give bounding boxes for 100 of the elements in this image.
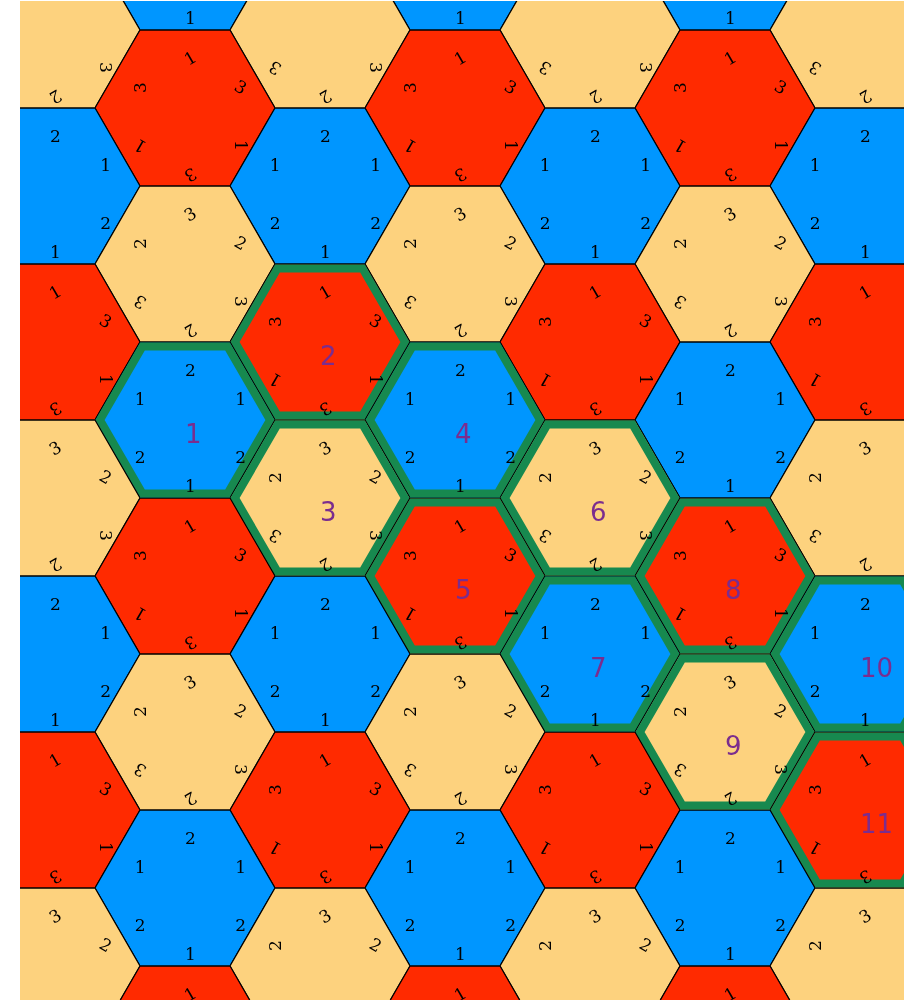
- tile-number: 8: [725, 576, 742, 604]
- edge-number: 2: [636, 935, 655, 956]
- edge-number: 1: [320, 712, 331, 729]
- edge-number: 1: [725, 478, 736, 495]
- edge-number: 3: [131, 82, 149, 93]
- edge-number: 3: [97, 62, 115, 73]
- edge-number: 1: [367, 374, 385, 385]
- edge-number: 3: [671, 82, 689, 93]
- edge-number: 3: [637, 530, 655, 541]
- edge-number: 3: [536, 57, 555, 78]
- edge-number: 1: [316, 750, 335, 771]
- edge-number: 2: [860, 128, 871, 145]
- edge-number: 2: [50, 128, 61, 145]
- edge-number: 3: [806, 784, 824, 795]
- edge-number: 2: [370, 215, 382, 232]
- edge-number: 2: [536, 472, 554, 483]
- edge-number: 3: [721, 204, 740, 225]
- edge-number: 3: [451, 164, 470, 185]
- edge-number: 1: [401, 135, 420, 156]
- edge-number: 1: [401, 603, 420, 624]
- edge-number: 2: [586, 554, 605, 575]
- edge-number: 1: [131, 603, 150, 624]
- edge-number: 3: [266, 784, 284, 795]
- edge-number: 3: [96, 311, 115, 332]
- edge-number: 2: [640, 215, 652, 232]
- edge-number: 3: [501, 77, 520, 98]
- edge-number: 2: [586, 86, 605, 107]
- edge-number: 2: [366, 935, 385, 956]
- edge-number: 3: [401, 82, 419, 93]
- tile-number: 11: [860, 810, 894, 838]
- edge-number: 2: [590, 596, 601, 613]
- edge-number: 3: [636, 779, 655, 800]
- edge-number: 3: [856, 398, 875, 419]
- edge-number: 1: [185, 946, 196, 963]
- edge-number: 1: [590, 244, 601, 261]
- edge-number: 1: [232, 140, 250, 151]
- hexagon-tile: [770, 888, 904, 1000]
- edge-number: 1: [181, 516, 200, 537]
- edge-number: 1: [134, 859, 146, 876]
- edge-number: 2: [455, 830, 466, 847]
- edge-number: 2: [370, 683, 382, 700]
- edge-number: 2: [536, 940, 554, 951]
- edge-number: 1: [806, 369, 825, 390]
- edge-number: 1: [50, 712, 61, 729]
- edge-number: 3: [721, 164, 740, 185]
- edge-number: 2: [721, 320, 740, 341]
- edge-number: 2: [231, 701, 250, 722]
- edge-number: 3: [671, 291, 690, 312]
- edge-number: 3: [636, 311, 655, 332]
- edge-number: 1: [505, 391, 517, 408]
- edge-number: 3: [266, 525, 285, 546]
- edge-number: 3: [46, 398, 65, 419]
- edge-number: 1: [269, 625, 281, 642]
- edge-number: 1: [856, 282, 875, 303]
- edge-number: 3: [536, 316, 554, 327]
- tile-number: 7: [590, 654, 607, 682]
- edge-number: 3: [131, 550, 149, 561]
- edge-number: 1: [455, 946, 466, 963]
- edge-number: 1: [451, 984, 470, 1000]
- edge-number: 2: [131, 238, 149, 249]
- edge-number: 3: [721, 632, 740, 653]
- edge-number: 1: [185, 10, 196, 27]
- edge-number: 2: [404, 449, 416, 466]
- edge-number: 2: [366, 467, 385, 488]
- edge-number: 3: [367, 530, 385, 541]
- edge-number: 2: [316, 86, 335, 107]
- edge-number: 3: [501, 545, 520, 566]
- edge-number: 2: [809, 683, 821, 700]
- edge-number: 3: [231, 77, 250, 98]
- edge-number: 3: [181, 164, 200, 185]
- edge-number: 2: [539, 683, 551, 700]
- edge-number: 2: [46, 86, 65, 107]
- edge-number: 2: [185, 830, 196, 847]
- edge-number: 1: [502, 608, 520, 619]
- edge-number: 2: [100, 683, 112, 700]
- edge-number: 1: [404, 859, 416, 876]
- edge-number: 1: [46, 750, 65, 771]
- tile-number: 5: [455, 576, 472, 604]
- edge-number: 3: [46, 438, 65, 459]
- edge-number: 3: [181, 672, 200, 693]
- edge-number: 2: [50, 596, 61, 613]
- edge-number: 2: [860, 596, 871, 613]
- edge-number: 1: [50, 244, 61, 261]
- edge-number: 3: [231, 545, 250, 566]
- edge-number: 1: [539, 157, 551, 174]
- edge-number: 2: [269, 683, 281, 700]
- edge-number: 3: [97, 530, 115, 541]
- tile-number: 9: [725, 732, 742, 760]
- edge-number: 2: [266, 940, 284, 951]
- edge-number: 3: [502, 764, 520, 775]
- edge-number: 1: [775, 391, 787, 408]
- edge-number: 3: [316, 906, 335, 927]
- edge-number: 3: [806, 525, 825, 546]
- edge-number: 2: [775, 917, 787, 934]
- edge-number: 3: [316, 438, 335, 459]
- edge-number: 3: [586, 438, 605, 459]
- edge-number: 1: [860, 244, 871, 261]
- edge-number: 2: [131, 706, 149, 717]
- edge-number: 2: [505, 917, 517, 934]
- tile-number: 6: [590, 498, 607, 526]
